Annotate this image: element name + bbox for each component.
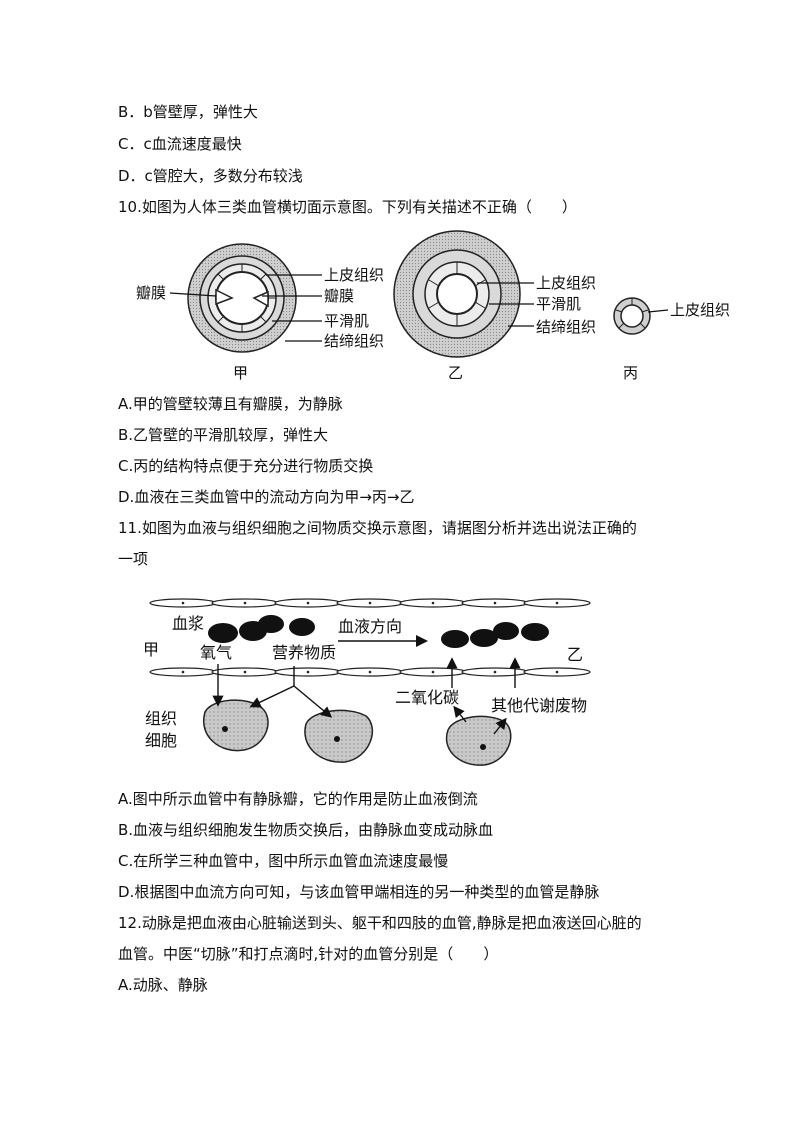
q12-option-a: A.动脉、静脉: [118, 976, 208, 994]
tissue-cells: [202, 699, 512, 766]
end-jia-label: 甲: [143, 640, 159, 659]
flow-direction-label: 血液方向: [338, 617, 402, 636]
co2-out-arrow: [453, 705, 467, 723]
q10-option-b: B.乙管壁的平滑肌较厚，弹性大: [118, 426, 329, 444]
waste-out-arrow: [493, 717, 507, 735]
vessel-jia: 瓣膜 上皮组织 瓣膜 平滑肌 结缔组织 甲: [136, 243, 384, 382]
nutrients-label: 营养物质: [272, 643, 336, 662]
yi-label-smooth-muscle: 平滑肌: [536, 295, 581, 313]
q10-stem: 10.如图为人体三类血管横切面示意图。下列有关描述不正确（ ）: [118, 198, 577, 216]
q11-stem-line1: 11.如图为血液与组织细胞之间物质交换示意图，请据图分析并选出说法正确的: [118, 519, 637, 537]
q11-stem-line2: 一项: [118, 550, 149, 568]
q9-option-c: C．c血流速度最快: [118, 135, 242, 153]
co2-label: 二氧化碳: [395, 688, 459, 707]
oxygen-label: 氧气: [200, 643, 232, 662]
jia-label-valve: 瓣膜: [136, 284, 166, 302]
vessel-cross-section-figure: 瓣膜 上皮组织 瓣膜 平滑肌 结缔组织 甲 上皮组织 平滑肌 结缔组织 乙: [136, 230, 730, 382]
tissue-cell-label-1: 组织: [145, 709, 177, 728]
nutrients-arrow-left: [249, 685, 295, 708]
q11-option-c: C.在所学三种血管中，图中所示血管血流速度最慢: [118, 852, 449, 870]
q11-option-d: D.根据图中血流方向可知，与该血管甲端相连的另一种类型的血管是静脉: [118, 883, 600, 901]
material-exchange-figure: 血浆 血液方向 甲 乙 氧气 营养物质 二氧化碳 其他代谢废物 组织 细胞: [143, 598, 591, 766]
vessel-bing: 上皮组织 丙: [613, 297, 730, 382]
q10-option-a: A.甲的管壁较薄且有瓣膜，为静脉: [118, 395, 343, 413]
red-blood-cells: [208, 615, 549, 648]
jia-label-valve-2: 瓣膜: [324, 287, 354, 305]
tissue-cell-label-2: 细胞: [145, 731, 177, 750]
jia-label-connective: 结缔组织: [324, 332, 384, 350]
yi-label-epithelium: 上皮组织: [536, 274, 596, 292]
q9-option-d: D．c管腔大，多数分布较浅: [118, 167, 303, 185]
q10-option-d: D.血液在三类血管中的流动方向为甲→丙→乙: [118, 488, 415, 506]
yi-label-connective: 结缔组织: [536, 318, 596, 336]
plasma-label: 血浆: [172, 614, 204, 633]
q11-option-b: B.血液与组织细胞发生物质交换后，由静脉血变成动脉血: [118, 821, 494, 839]
nutrients-arrow-right: [293, 685, 333, 718]
q12-stem-line1: 12.动脉是把血液由心脏输送到头、躯干和四肢的血管,静脉是把血液送回心脏的: [118, 914, 642, 932]
q11-option-a: A.图中所示血管中有静脉瓣，它的作用是防止血液倒流: [118, 790, 478, 808]
vessel-yi: 上皮组织 平滑肌 结缔组织 乙: [393, 230, 596, 382]
valve-left: [215, 288, 234, 306]
q10-option-c: C.丙的结构特点便于充分进行物质交换: [118, 457, 374, 475]
q9-option-b: B．b管壁厚，弹性大: [118, 103, 258, 121]
jia-label-smooth-muscle: 平滑肌: [324, 312, 369, 330]
end-yi-label: 乙: [567, 645, 583, 664]
bing-label-epithelium: 上皮组织: [670, 301, 730, 319]
bing-name: 丙: [623, 364, 638, 382]
jia-label-epithelium: 上皮组织: [324, 266, 384, 284]
jia-name: 甲: [233, 364, 248, 382]
yi-name: 乙: [448, 364, 463, 382]
waste-label: 其他代谢废物: [491, 696, 587, 715]
q12-stem-line2: 血管。中医“切脉”和打点滴时,针对的血管分别是（ ）: [118, 945, 499, 963]
